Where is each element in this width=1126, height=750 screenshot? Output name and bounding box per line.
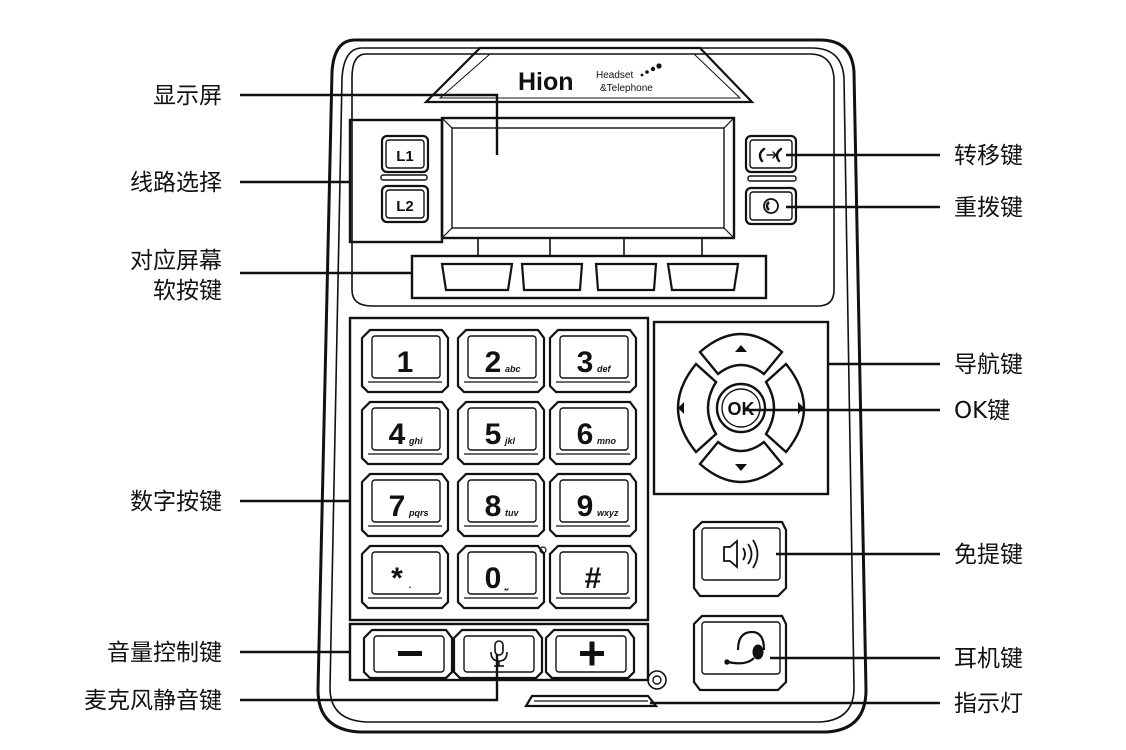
numpad-digit: 5 (485, 418, 502, 451)
brand-logo: Hion Headset &Telephone (518, 63, 662, 96)
numpad-digit: 0 (485, 562, 502, 595)
numpad-digit: 2 (485, 346, 502, 379)
label-redial: 重拨键 (954, 195, 1023, 221)
labels-right: 转移键 重拨键 导航键 OK键 免提键 耳机键 指示灯 (954, 143, 1023, 717)
softkey-1[interactable] (440, 262, 514, 292)
microphone-hole (647, 670, 667, 690)
volume-down-button[interactable] (362, 628, 454, 680)
label-display: 显示屏 (153, 83, 222, 109)
label-softkeys-2: 软按键 (153, 278, 222, 304)
softkey-3[interactable] (594, 262, 658, 292)
callout-lines (240, 93, 940, 705)
nav-up-button[interactable] (698, 332, 784, 376)
speaker-icon (723, 539, 759, 569)
numpad-letters: def (597, 364, 612, 374)
numpad-frame (348, 316, 650, 622)
line-key-l1-label: L1 (396, 148, 414, 165)
numpad-digit: 6 (577, 418, 594, 451)
numpad-digit: # (585, 562, 602, 595)
nav-right-button[interactable] (764, 362, 806, 454)
display-screen (440, 116, 736, 240)
brand-tagline-2: &Telephone (600, 83, 653, 94)
line-key-l2-label: L2 (396, 198, 414, 215)
numpad-letters: mno (597, 436, 617, 446)
brand-logo-text: Hion (518, 68, 574, 96)
label-indicator: 指示灯 (954, 691, 1023, 717)
numpad-digit: 7 (389, 490, 406, 523)
brand-dots-icon (640, 63, 662, 77)
numpad-key-star[interactable]: *. (360, 544, 450, 610)
softkey-4[interactable] (666, 262, 740, 292)
label-numeric: 数字按键 (130, 489, 222, 515)
nav-down-button[interactable] (698, 440, 784, 484)
nav-left-button[interactable] (676, 362, 718, 454)
numpad-digit: 8 (485, 490, 502, 523)
numpad-letters: wxyz (597, 508, 619, 518)
numpad-digit: 3 (577, 346, 594, 379)
speaker-button[interactable] (692, 520, 788, 598)
numpad-letters: abc (505, 364, 521, 374)
transfer-icon (758, 147, 783, 163)
numpad-letters: ghi (408, 436, 423, 446)
numpad-key-0[interactable]: 0⎵ (456, 544, 546, 610)
plus-icon-v (589, 641, 595, 666)
arrow-down-icon (735, 464, 747, 471)
numpad-digit: 4 (389, 418, 406, 451)
numpad-key-hash[interactable]: # (548, 544, 638, 610)
phone-body (316, 38, 868, 734)
microphone-icon (490, 640, 508, 667)
label-ok: OK键 (954, 398, 1010, 424)
numpad-letters: ⎵ (504, 580, 509, 591)
brand-tagline-1: Headset (596, 70, 633, 81)
navigation-frame (652, 320, 830, 496)
transfer-divider (747, 175, 797, 182)
headset-icon (724, 630, 766, 665)
label-speaker: 免提键 (954, 542, 1023, 568)
numpad-digit: 9 (577, 490, 594, 523)
softkeys-group (410, 238, 768, 300)
line-key-l2[interactable]: L2 (380, 184, 430, 224)
label-navigation: 导航键 (954, 352, 1023, 378)
numpad-digit: * (391, 562, 403, 595)
label-mute: 麦克风静音键 (84, 688, 222, 714)
line-key-l1[interactable]: L1 (380, 134, 430, 174)
label-transfer: 转移键 (954, 143, 1023, 169)
label-line-select: 线路选择 (130, 170, 222, 196)
ok-button[interactable]: OK (715, 382, 767, 434)
numpad-dot (539, 546, 547, 554)
softkey-2[interactable] (520, 262, 584, 292)
numpad-letters: tuv (505, 508, 519, 518)
transfer-button[interactable] (744, 134, 798, 174)
redial-button[interactable] (744, 186, 798, 226)
numpad-letters: pqrs (408, 508, 429, 518)
headset-button[interactable] (692, 614, 788, 692)
arrow-left-icon (678, 402, 684, 414)
volume-up-button[interactable] (544, 628, 636, 680)
arrow-up-icon (735, 345, 747, 352)
labels-left: 显示屏 线路选择 对应屏幕 软按键 数字按键 音量控制键 麦克风静音键 (84, 83, 222, 714)
label-softkeys-1: 对应屏幕 (130, 248, 222, 274)
minus-icon (398, 651, 422, 656)
numpad-digit: 1 (397, 346, 414, 379)
numpad-key-1[interactable]: 1 (360, 328, 450, 394)
numpad-letters: . (409, 580, 412, 590)
numpad-letters: jkl (504, 436, 516, 446)
label-volume: 音量控制键 (107, 640, 222, 666)
label-headset: 耳机键 (954, 646, 1023, 672)
ok-button-label: OK (728, 399, 755, 419)
redial-icon (763, 198, 779, 214)
status-indicator-light (524, 694, 659, 708)
